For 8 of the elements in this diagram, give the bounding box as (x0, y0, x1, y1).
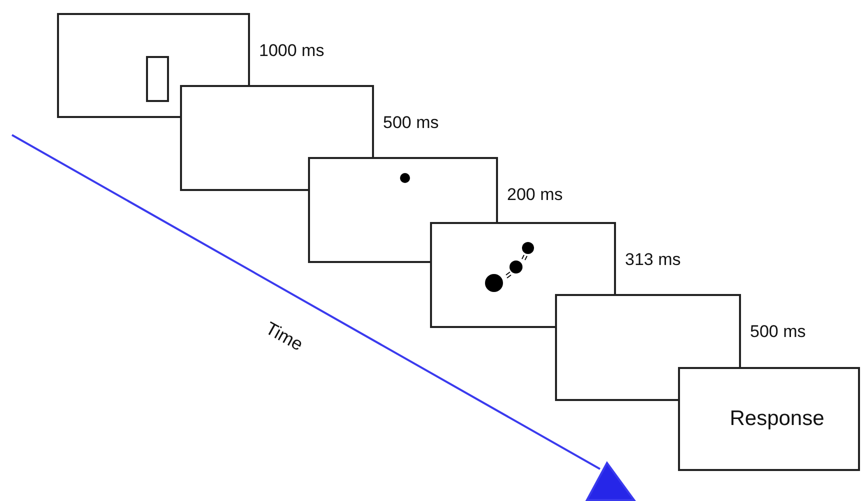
duration-label: 500 ms (383, 113, 439, 133)
duration-label: 313 ms (625, 250, 681, 270)
axis-label: Time (262, 318, 306, 356)
duration-label: 1000 ms (259, 41, 324, 61)
duration-label: 200 ms (507, 185, 563, 205)
duration-label: 500 ms (750, 322, 806, 342)
stimulus-frame (678, 367, 860, 471)
frame-text: Response (730, 407, 824, 431)
